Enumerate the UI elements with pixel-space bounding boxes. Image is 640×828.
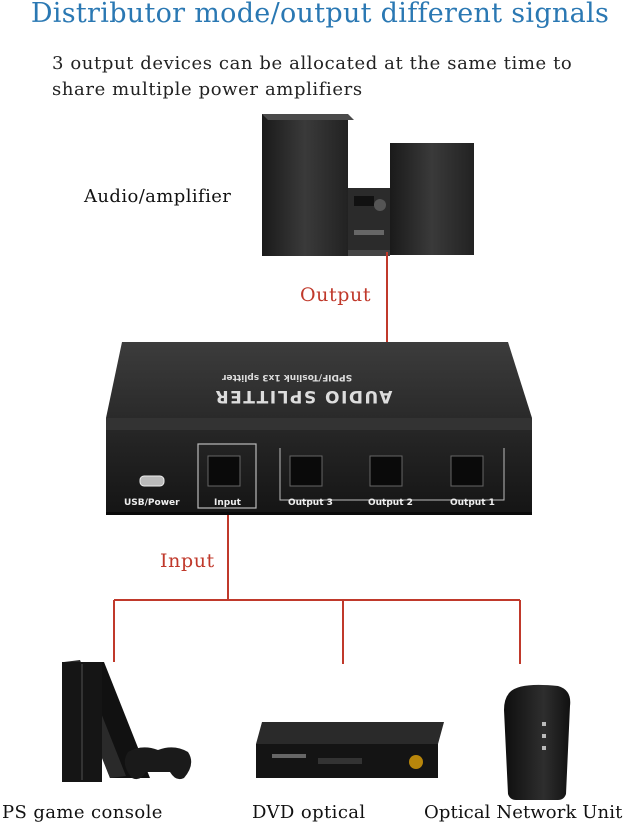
page-title: Distributor mode/output different signal… xyxy=(30,0,610,29)
audio-splitter-icon xyxy=(106,342,532,515)
amplifier-label: Audio/amplifier xyxy=(84,186,232,207)
output-port-2 xyxy=(369,455,403,487)
splitter-name: AUDIO SPLITTER xyxy=(214,386,393,406)
onu-label: Optical Network Unit xyxy=(424,802,623,823)
output-port-1 xyxy=(450,455,484,487)
output-3-label: Output 3 xyxy=(288,498,333,508)
output-label: Output xyxy=(300,284,372,306)
game-console-icon xyxy=(62,660,192,782)
input-label: Input xyxy=(160,550,215,572)
usb-port xyxy=(139,475,165,487)
output-port-3 xyxy=(289,455,323,487)
usb-power-label: USB/Power xyxy=(124,498,180,508)
description-line-1: 3 output devices can be allocated at the… xyxy=(52,53,573,74)
router-icon xyxy=(504,684,571,800)
splitter-subtitle: SPDIF/Toslink 1x3 splitter xyxy=(222,372,353,382)
dvd-player-icon xyxy=(256,722,444,778)
speaker-icon xyxy=(262,114,474,256)
output-2-label: Output 2 xyxy=(368,498,413,508)
ps-console-label: PS game console xyxy=(2,802,163,823)
input-port-label: Input xyxy=(214,498,241,508)
dvd-label: DVD optical xyxy=(252,802,366,823)
input-port xyxy=(207,455,241,487)
output-1-label: Output 1 xyxy=(450,498,495,508)
description-line-2: share multiple power amplifiers xyxy=(52,79,363,100)
